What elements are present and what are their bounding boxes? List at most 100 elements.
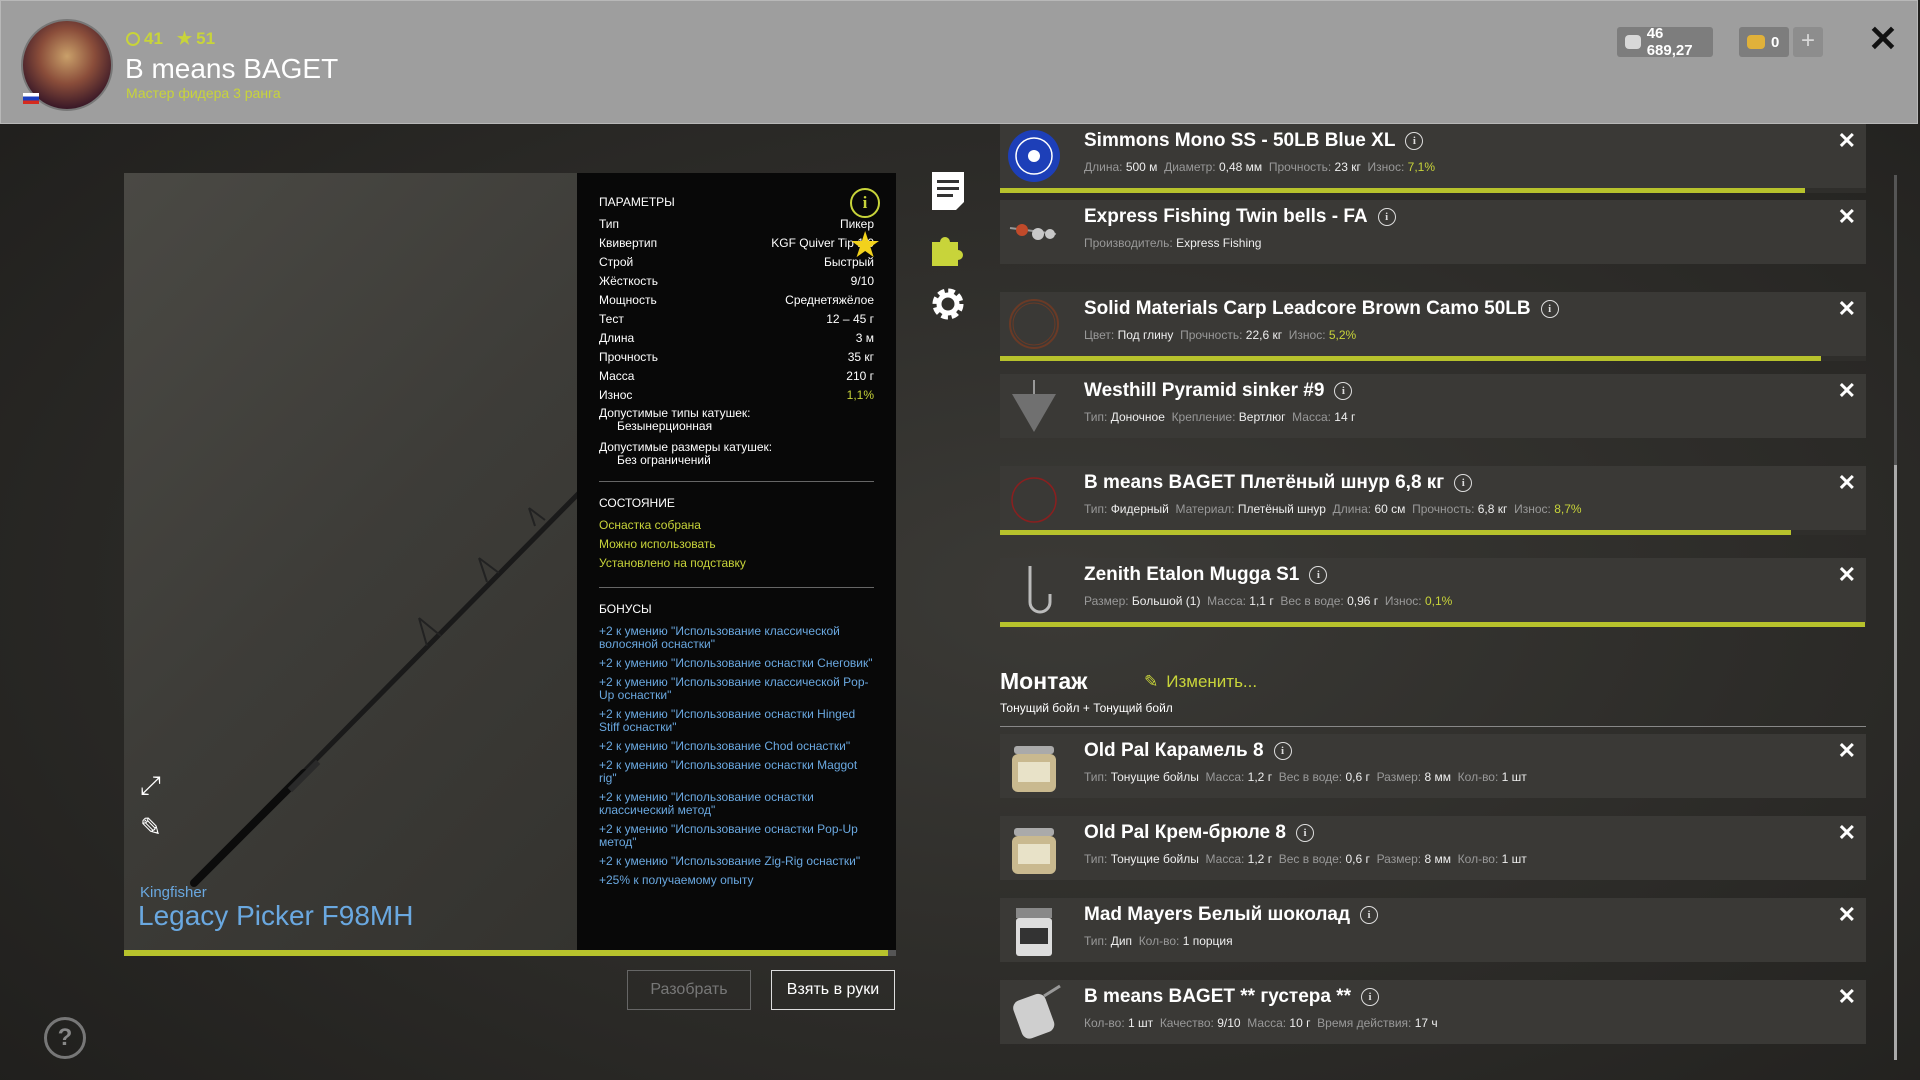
attr-value: Плетёный шнур (1237, 502, 1326, 516)
param-key: Строй (599, 255, 634, 269)
info-icon[interactable]: i (1540, 300, 1559, 318)
help-button[interactable]: ? (44, 1017, 86, 1059)
attr-value: 10 г (1289, 1016, 1311, 1030)
param-key: Тест (599, 312, 624, 326)
expand-icon[interactable]: ⤢ (140, 770, 161, 800)
gold-balance: 0 (1739, 27, 1789, 57)
notes-icon[interactable] (928, 170, 968, 210)
param-value: 12 – 45 г (826, 312, 874, 326)
attr-value: 1 порция (1182, 934, 1233, 948)
remove-item-icon[interactable]: ✕ (1837, 738, 1856, 763)
reel-types: Допустимые типы катушек: Безынерционная (599, 406, 751, 433)
attr-value: 0,1% (1424, 594, 1453, 608)
param-key: Квивертип (599, 236, 658, 250)
remove-item-icon[interactable]: ✕ (1837, 902, 1856, 927)
info-icon[interactable]: i (1361, 988, 1380, 1006)
star-small-icon: ★ (176, 29, 193, 48)
param-key: Длина (599, 331, 635, 345)
attr-value: 0,96 г (1347, 594, 1379, 608)
montage-title: Монтаж (1000, 668, 1088, 694)
remove-item-icon[interactable]: ✕ (1837, 470, 1856, 495)
pencil-icon[interactable]: ✎ (140, 812, 162, 842)
scrollbar-thumb[interactable] (1894, 465, 1897, 1060)
attr-label: Масса: (1205, 770, 1245, 784)
edit-montage-button[interactable]: ✎Изменить... (1144, 672, 1258, 691)
attr-label: Масса: (1207, 594, 1246, 608)
param-key: Мощность (599, 293, 657, 307)
attr-value: 8,7% (1554, 502, 1582, 516)
close-button[interactable]: ✕ (1867, 18, 1899, 59)
level-ring-icon (126, 32, 140, 46)
attr-label: Масса: (1292, 410, 1331, 424)
remove-item-icon[interactable]: ✕ (1837, 562, 1856, 587)
remove-item-icon[interactable]: ✕ (1837, 820, 1856, 845)
attr-value: 0,6 г (1345, 852, 1370, 866)
attr-label: Масса: (1205, 852, 1245, 866)
gear-icon[interactable] (928, 284, 968, 324)
remove-item-icon[interactable]: ✕ (1837, 296, 1856, 321)
remove-item-icon[interactable]: ✕ (1837, 128, 1856, 153)
attr-label: Масса: (1247, 1016, 1287, 1030)
star-icon[interactable]: ★ (849, 224, 882, 265)
add-gold-button[interactable]: + (1793, 27, 1823, 57)
state-item: Установлено на подставку (599, 556, 746, 570)
info-icon[interactable]: i (1360, 906, 1379, 924)
info-icon[interactable]: i (1405, 132, 1424, 150)
attr-label: Износ: (1514, 502, 1551, 516)
remove-item-icon[interactable]: ✕ (1837, 378, 1856, 403)
edit-icon: ✎ (1144, 672, 1159, 691)
info-icon[interactable]: i (850, 188, 880, 218)
attr-value: 9/10 (1217, 1016, 1241, 1030)
info-icon[interactable]: i (1309, 566, 1328, 584)
bonus-item: +25% к получаемому опыту (599, 873, 754, 887)
info-icon[interactable]: i (1273, 742, 1292, 760)
player-rank: Мастер фидера 3 ранга (126, 85, 281, 101)
take-in-hand-button[interactable]: Взять в руки (771, 970, 895, 1010)
wear-bar (1000, 622, 1866, 627)
tackle-item[interactable]: Solid Materials Carp Leadcore Brown Camo… (1000, 292, 1866, 356)
item-attributes: Цвет: Под глину Прочность: 22,6 кг Износ… (1084, 328, 1363, 342)
info-icon[interactable]: i (1295, 824, 1314, 842)
silver-coin-icon (1625, 35, 1641, 49)
info-icon[interactable]: i (1377, 208, 1396, 226)
item-thumbnail (1004, 820, 1064, 876)
attr-label: Вес в воде: (1278, 852, 1343, 866)
reel-sizes: Допустимые размеры катушек: Без ограниче… (599, 440, 773, 467)
remove-item-icon[interactable]: ✕ (1837, 204, 1856, 229)
attr-label: Время действия: (1317, 1016, 1412, 1030)
wear-bar (1000, 188, 1866, 193)
attr-value: 7,1% (1407, 160, 1435, 174)
rod-preview[interactable] (124, 173, 577, 955)
attr-value: 1 шт (1128, 1016, 1154, 1030)
remove-item-icon[interactable]: ✕ (1837, 984, 1856, 1009)
scrollbar[interactable] (1894, 175, 1897, 1060)
info-icon[interactable]: i (1334, 382, 1353, 400)
puzzle-icon[interactable] (928, 228, 968, 268)
item-name: Solid Materials Carp Leadcore Brown Camo… (1084, 298, 1559, 320)
attr-label: Вес в воде: (1280, 594, 1344, 608)
silver-balance: 46 689,27 (1617, 25, 1713, 59)
attr-value: 500 м (1125, 160, 1158, 174)
player-name: B means BAGET (125, 53, 339, 84)
param-value: Быстрый (824, 255, 874, 269)
divider (599, 481, 874, 482)
item-attributes: Тип: Тонущие бойлы Масса: 1,2 г Вес в во… (1084, 770, 1533, 784)
disassemble-button[interactable]: Разобрать (627, 970, 751, 1010)
info-icon[interactable]: i (1454, 474, 1473, 492)
param-key: Масса (599, 369, 635, 383)
